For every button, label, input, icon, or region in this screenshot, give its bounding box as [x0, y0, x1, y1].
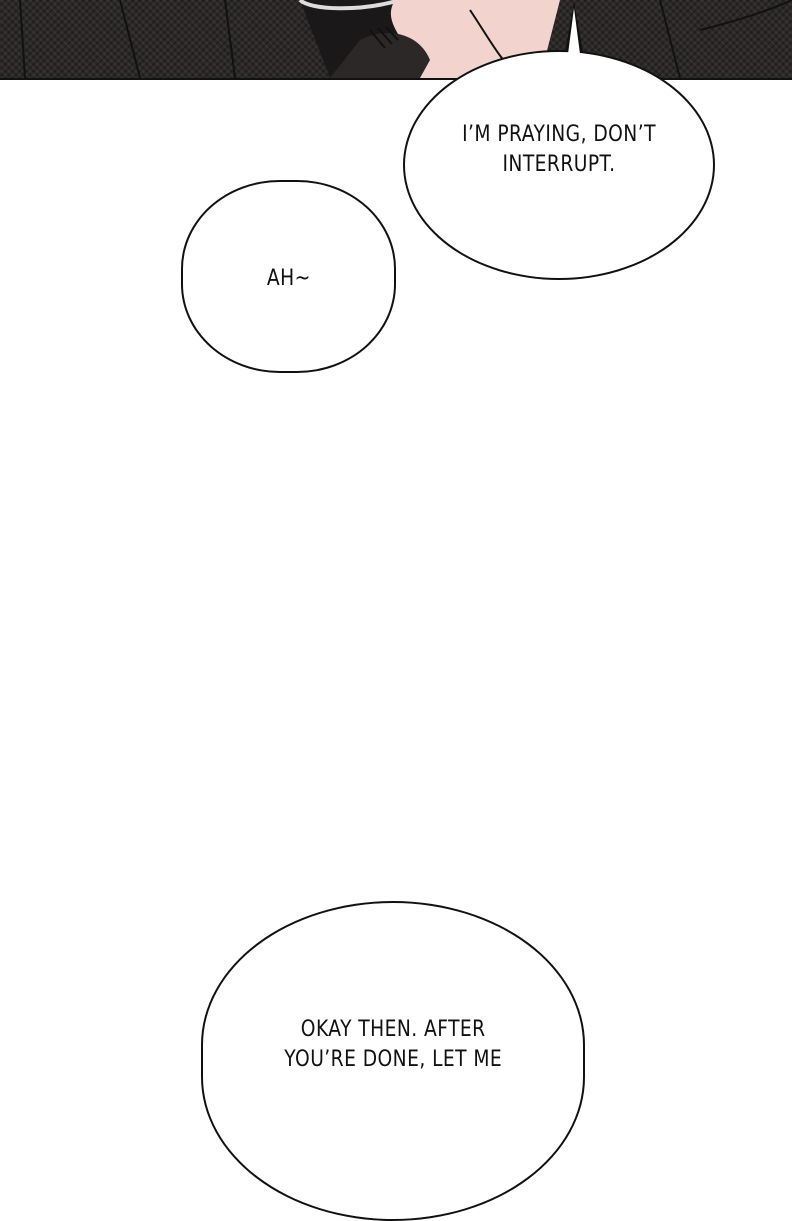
speech-bubble-okay-then: OKAY THEN. AFTER YOU’RE DONE, LET ME	[201, 901, 585, 1221]
bubble-text: I’M PRAYING, DON’T INTERRUPT.	[462, 120, 656, 180]
bubble-line: AH~	[266, 266, 311, 291]
bubble-tail-fill	[568, 8, 580, 54]
bubble-line: YOU’RE DONE, LET ME	[284, 1047, 502, 1072]
bubble-text: OKAY THEN. AFTER YOU’RE DONE, LET ME	[284, 1015, 502, 1075]
bubble-line: I’M PRAYING, DON’T	[462, 122, 656, 147]
comic-panel-top	[0, 0, 792, 80]
bubble-line: INTERRUPT.	[502, 152, 616, 177]
bubble-line: OKAY THEN. AFTER	[300, 1017, 486, 1042]
speech-bubble-praying: I’M PRAYING, DON’T INTERRUPT.	[403, 50, 715, 280]
panel-artwork	[19, 0, 792, 78]
speech-bubble-ah: AH~	[181, 180, 396, 373]
bubble-text: AH~	[267, 264, 311, 294]
